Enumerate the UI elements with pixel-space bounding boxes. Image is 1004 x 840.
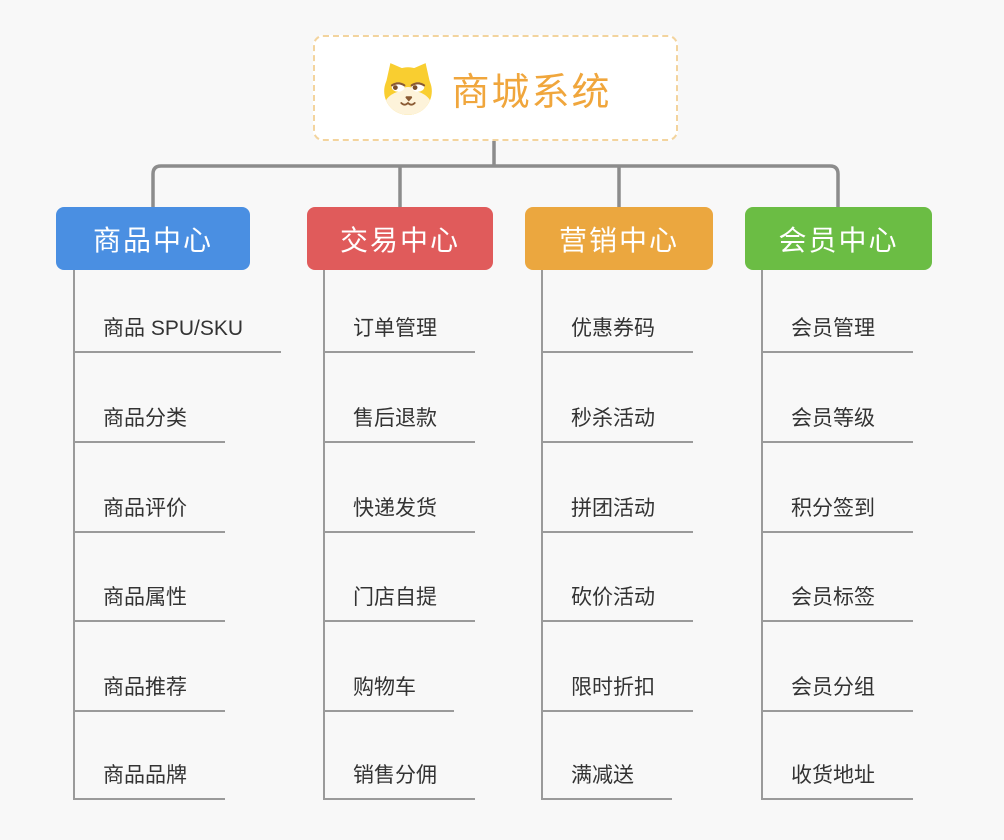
child-node[interactable]: 限时折扣 bbox=[541, 674, 693, 712]
branch-label: 交易中心 bbox=[339, 224, 460, 256]
child-node[interactable]: 商品分类 bbox=[73, 405, 225, 443]
child-node[interactable]: 满减送 bbox=[541, 762, 672, 800]
branch-children: 商品 SPU/SKU 商品分类商品评价商品属性商品推荐商品品牌 bbox=[73, 270, 343, 810]
child-node[interactable]: 商品 SPU/SKU bbox=[73, 315, 282, 353]
root-node[interactable]: 商城系统 bbox=[313, 35, 678, 141]
child-node[interactable]: 秒杀活动 bbox=[541, 405, 693, 443]
branch-node[interactable]: 营销中心 bbox=[525, 207, 713, 270]
child-node[interactable]: 会员等级 bbox=[761, 405, 913, 443]
child-node[interactable]: 快递发货 bbox=[323, 495, 475, 533]
child-node[interactable]: 会员标签 bbox=[761, 584, 913, 622]
child-node[interactable]: 砍价活动 bbox=[541, 584, 693, 622]
child-node[interactable]: 会员分组 bbox=[761, 674, 913, 712]
branch-children: 会员管理会员等级积分签到会员标签会员分组收货地址 bbox=[761, 270, 1004, 810]
child-node[interactable]: 商品评价 bbox=[73, 495, 225, 533]
branch-spine-line bbox=[73, 270, 75, 800]
branch-label: 营销中心 bbox=[558, 224, 679, 256]
child-node[interactable]: 销售分佣 bbox=[323, 762, 475, 800]
branch-label: 会员中心 bbox=[778, 224, 899, 256]
branch-spine-line bbox=[323, 270, 325, 800]
child-node[interactable]: 门店自提 bbox=[323, 584, 475, 622]
branch-label: 商品中心 bbox=[92, 224, 213, 256]
branch-children: 优惠券码秒杀活动拼团活动砍价活动限时折扣满减送 bbox=[541, 270, 811, 810]
child-node[interactable]: 会员管理 bbox=[761, 315, 913, 353]
child-node[interactable]: 购物车 bbox=[323, 674, 454, 712]
shiba-dog-icon bbox=[379, 59, 437, 117]
root-title: 商城系统 bbox=[451, 71, 612, 114]
branch-node[interactable]: 商品中心 bbox=[56, 207, 250, 270]
child-node[interactable]: 商品推荐 bbox=[73, 674, 225, 712]
branch-children: 订单管理售后退款快递发货门店自提购物车销售分佣 bbox=[323, 270, 593, 810]
child-node[interactable]: 拼团活动 bbox=[541, 495, 693, 533]
branch-node[interactable]: 会员中心 bbox=[745, 207, 932, 270]
child-node[interactable]: 优惠券码 bbox=[541, 315, 693, 353]
branch-spine-line bbox=[541, 270, 543, 800]
child-node[interactable]: 订单管理 bbox=[323, 315, 475, 353]
child-node[interactable]: 收货地址 bbox=[761, 762, 913, 800]
child-node[interactable]: 售后退款 bbox=[323, 405, 475, 443]
child-node[interactable]: 商品属性 bbox=[73, 584, 225, 622]
branch-spine-line bbox=[761, 270, 763, 800]
child-node[interactable]: 商品品牌 bbox=[73, 762, 225, 800]
branch-node[interactable]: 交易中心 bbox=[307, 207, 493, 270]
child-node[interactable]: 积分签到 bbox=[761, 495, 913, 533]
